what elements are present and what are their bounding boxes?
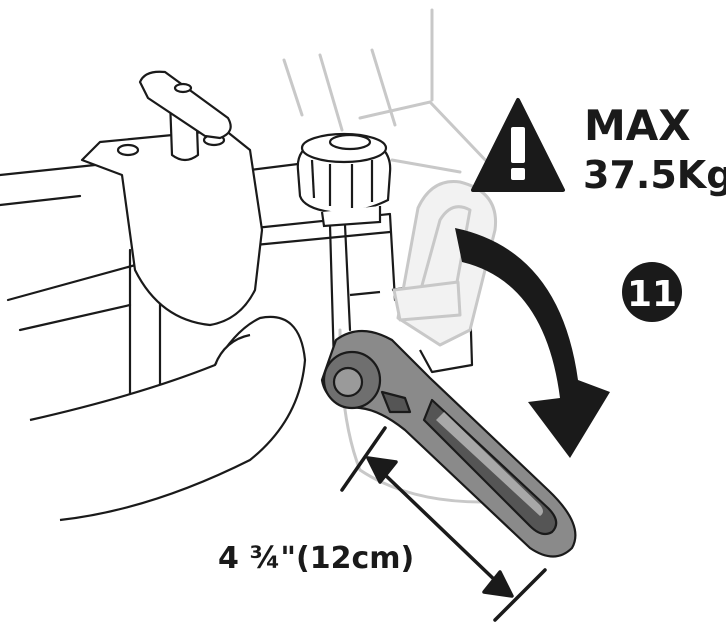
- step-badge: 11: [622, 262, 682, 322]
- max-label: MAX: [584, 101, 691, 150]
- max-weight-value: 37.5Kg: [583, 153, 726, 197]
- dimension-indicator: [340, 426, 547, 622]
- rotation-arrow: [455, 228, 610, 458]
- lever-ghost-position: [392, 180, 498, 347]
- warning-triangle-icon: [471, 98, 565, 192]
- clamp-bracket: [80, 128, 264, 327]
- knob: [296, 132, 392, 228]
- t-handle-bolt: [138, 70, 232, 162]
- measurement-label: 4 ¾"(12cm): [218, 541, 414, 576]
- step-number: 11: [627, 274, 677, 315]
- frame-tube: [29, 315, 307, 522]
- frame-body: [0, 158, 397, 402]
- lever-handle: [320, 329, 577, 558]
